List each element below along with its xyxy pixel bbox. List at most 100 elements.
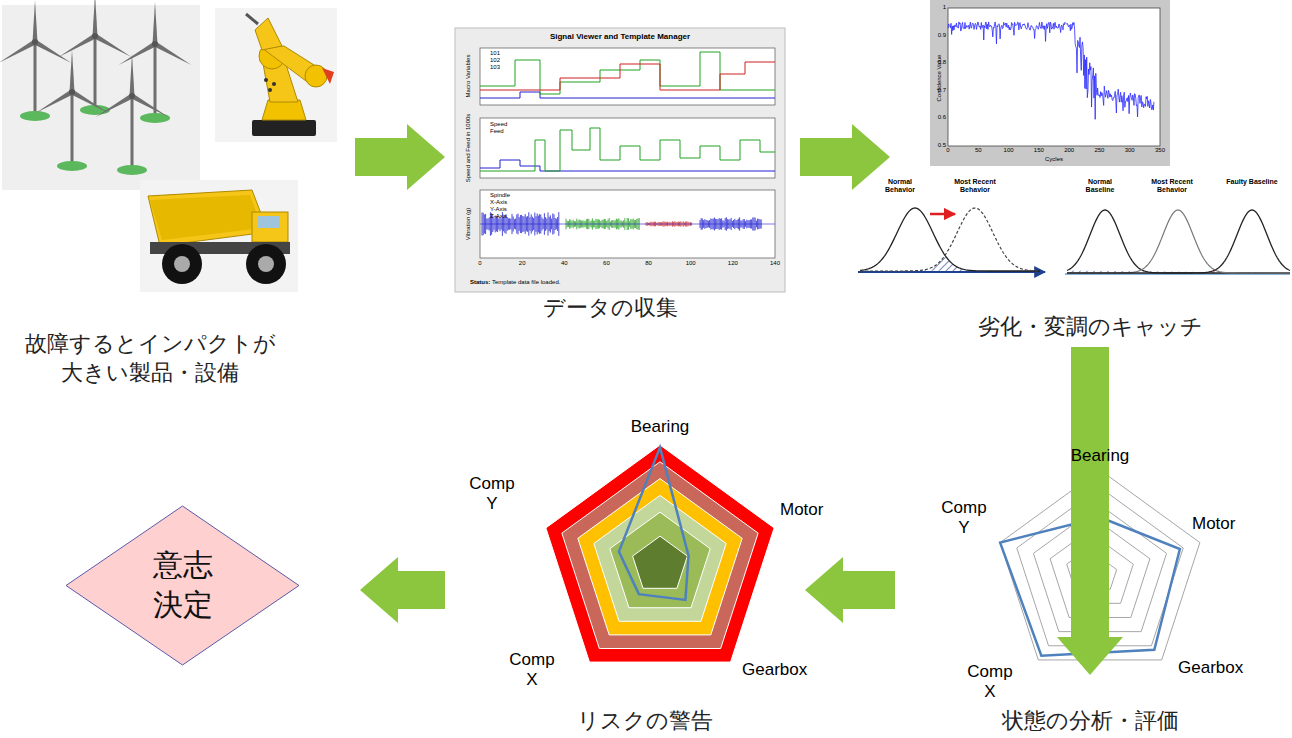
illustration-part	[272, 82, 276, 86]
tick-label: 200	[1064, 147, 1074, 154]
radar-axis-label: Gearbox	[1178, 658, 1243, 678]
curve-label: Faulty Baseline	[1226, 178, 1278, 186]
illustration-part	[258, 256, 274, 272]
legend-entry: Speed	[490, 121, 507, 128]
illustration-part	[258, 216, 280, 228]
stage-panel: 状態の分析・評価	[900, 680, 1280, 736]
robot-arm	[215, 8, 337, 142]
illustration-part	[140, 180, 298, 292]
stage-caption: データの収集	[543, 293, 678, 323]
decision-diamond: 意志 決定	[65, 505, 300, 666]
tick-label: 0.5	[938, 142, 946, 149]
wind-turbines	[0, 0, 200, 190]
flow-arrow	[355, 124, 445, 190]
radar-axis-label: Comp X	[504, 650, 560, 689]
illustration-part	[268, 88, 272, 92]
curve-label: Most Recent Behavior	[949, 178, 1001, 194]
legend-entry: Z-Axis	[490, 213, 507, 220]
illustration-part	[480, 48, 775, 105]
illustration-part	[480, 128, 775, 171]
illustration-part	[1067, 210, 1290, 273]
illustration-part	[860, 255, 1040, 271]
tick-label: 40	[561, 260, 568, 267]
axis-label: Cycles	[1045, 156, 1063, 163]
stage-panel: データの収集	[445, 285, 775, 323]
illustration-part	[562, 462, 758, 649]
decision-text: 意志 決定	[151, 545, 215, 626]
illustration-part	[322, 68, 334, 84]
illustration-part	[455, 28, 785, 292]
chart-title: Signal Viewer and Template Manager	[550, 32, 690, 41]
radar-axis-label: Motor	[1192, 514, 1235, 534]
tick-label: 60	[603, 260, 610, 267]
illustration-part	[633, 536, 688, 588]
illustration-part	[162, 244, 202, 284]
illustration-part	[252, 120, 316, 136]
tick-label: 150	[1034, 147, 1044, 154]
legend-entry: Feed	[490, 128, 504, 135]
legend-entry: Spindle	[490, 192, 510, 199]
illustration-part	[262, 100, 306, 120]
axis-label: Macro Variables	[465, 55, 472, 98]
axis-label: Vibration (g)	[465, 208, 472, 241]
illustration-part	[594, 495, 726, 621]
stage-panel: 劣化・変調のキャッチ	[900, 300, 1280, 342]
radar-axis-label: Bearing	[1071, 446, 1130, 466]
tick-label: 0	[478, 260, 481, 267]
tick-label: 50	[975, 147, 982, 154]
illustration-part	[860, 208, 1040, 271]
tick-label: 20	[519, 260, 526, 267]
illustration-part	[148, 190, 268, 246]
illustration-part	[948, 22, 1154, 119]
illustration-part	[0, 0, 73, 121]
dump-truck	[140, 180, 298, 292]
illustration-part	[480, 62, 775, 90]
tick-label: 300	[1125, 147, 1135, 154]
flow-arrow	[360, 557, 445, 623]
tick-label: 0.8	[938, 59, 946, 66]
illustration-part	[578, 479, 742, 635]
illustration-part	[1067, 210, 1290, 273]
stage-caption: 状態の分析・評価	[1002, 706, 1179, 736]
illustration-part	[255, 18, 282, 50]
illustration-part	[1067, 210, 1290, 273]
tick-label: 0	[946, 147, 949, 154]
illustration-part	[619, 447, 689, 600]
curve-label: Most Recent Behavior	[1146, 178, 1198, 194]
illustration-part	[480, 224, 775, 225]
flow-arrow	[800, 124, 890, 190]
tick-label: 350	[1155, 147, 1165, 154]
illustration-part	[480, 160, 775, 171]
stage-caption: 故障するとインパクトが 大きい製品・設備	[25, 329, 275, 388]
stage-caption: リスクの警告	[577, 706, 713, 736]
tick-label: 0.9	[938, 32, 946, 39]
illustration-part	[215, 8, 337, 142]
diamond-shape	[66, 506, 299, 665]
stage-panel: 故障するとインパクトが 大きい製品・設備	[0, 300, 300, 388]
tick-label: 120	[728, 260, 738, 267]
radar-axis-label: Motor	[780, 500, 823, 520]
tick-label: 100	[1004, 147, 1014, 154]
illustration-part	[94, 54, 169, 175]
tick-label: 0.7	[938, 87, 946, 94]
diamond-outline	[65, 505, 300, 666]
tick-label: 140	[770, 260, 780, 267]
illustration-part	[150, 195, 262, 240]
illustration-part	[948, 8, 1160, 146]
flow-arrow	[805, 557, 895, 623]
radar-axis-label: Comp Y	[936, 498, 992, 537]
distribution-curves	[858, 208, 1290, 274]
tick-label: 100	[686, 260, 696, 267]
illustration-part	[930, 213, 955, 216]
curve-label: Normal Baseline	[1074, 178, 1126, 194]
radar-axis-label: Comp X	[962, 662, 1018, 701]
tick-label: 1	[943, 4, 946, 11]
axis-label: Speed and Feed in 1000s	[465, 114, 472, 183]
illustration-part	[948, 22, 1154, 119]
status-text: Template data file loaded.	[492, 279, 560, 286]
illustration-part	[305, 65, 327, 87]
tick-label: 250	[1094, 147, 1104, 154]
illustration-part	[34, 50, 109, 171]
illustration-part	[860, 208, 1040, 271]
illustration-part	[546, 445, 774, 662]
